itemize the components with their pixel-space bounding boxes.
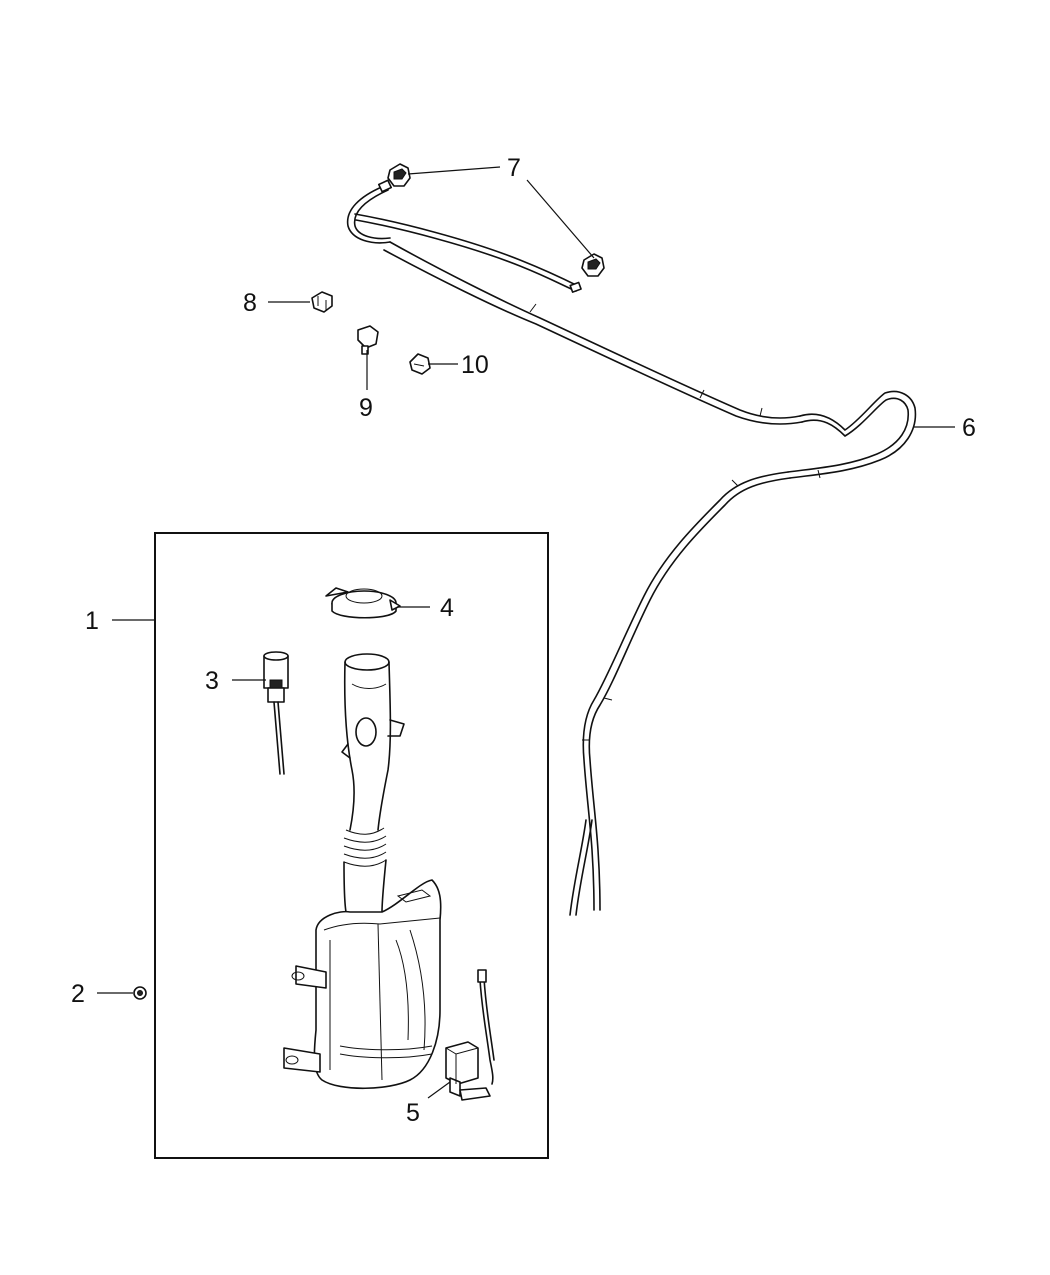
hose-clip-10 [409, 353, 431, 375]
washer-nozzle-lower [581, 253, 605, 277]
washer-nozzle-upper [387, 163, 411, 187]
callout-4: 4 [440, 594, 454, 622]
washer-hose [346, 179, 917, 916]
grommet [133, 986, 147, 1000]
callout-1: 1 [85, 607, 99, 635]
level-sensor [263, 651, 289, 775]
callout-10: 10 [461, 351, 489, 379]
callout-7: 7 [507, 154, 521, 182]
callout-8: 8 [243, 289, 257, 317]
hose-clip-8 [311, 291, 333, 313]
leader-lines [97, 166, 955, 1099]
callout-9: 9 [359, 394, 373, 422]
washer-pump [445, 969, 495, 1101]
filler-cap [325, 587, 401, 619]
callout-2: 2 [71, 980, 85, 1008]
washer-reservoir [283, 653, 442, 1090]
callout-3: 3 [205, 667, 219, 695]
callout-6: 6 [962, 414, 976, 442]
push-pin-9 [357, 325, 379, 355]
assembly-frame [154, 532, 549, 1159]
callout-5: 5 [406, 1099, 420, 1127]
